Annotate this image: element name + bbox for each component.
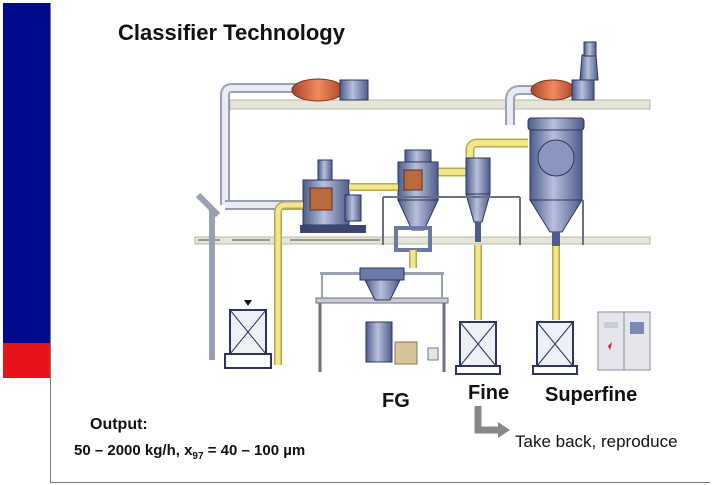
output-value: 50 – 2000 kg/h, x97 = 40 – 100 µm (74, 442, 305, 462)
label-fine: Fine (468, 382, 510, 404)
fine-cyclone (465, 157, 491, 242)
grinding-mill (300, 159, 366, 233)
classifier-mill (394, 149, 439, 252)
fg-platform (315, 267, 449, 372)
output-rate: 50 – 2000 kg/h, x (74, 442, 193, 459)
filter-vessel (527, 117, 585, 246)
label-fg: FG (382, 390, 410, 412)
accent-bar-blue (3, 3, 50, 343)
accent-bar-red (3, 343, 50, 378)
big-bag-feed (224, 300, 272, 369)
top-right-pipe (505, 85, 535, 125)
middle-beam (194, 236, 651, 245)
blower-1 (291, 78, 369, 102)
output-subscript: 97 (192, 451, 204, 462)
big-bag-superfine (532, 321, 578, 375)
label-superfine: Superfine (545, 384, 638, 406)
frame-line-bottom (50, 482, 710, 483)
take-back-note: Take back, reproduce (515, 432, 678, 451)
upper-beam (229, 99, 651, 110)
output-range: = 40 – 100 µm (203, 442, 306, 459)
control-cabinet (597, 311, 651, 371)
yellow-pipe-feed (274, 201, 303, 365)
big-bag-fine (455, 321, 501, 375)
yellow-pipe-top (435, 138, 528, 177)
blower-2 (530, 41, 599, 101)
slide-title: Classifier Technology (118, 20, 345, 45)
take-back-arrow (474, 406, 510, 438)
output-heading: Output: (90, 416, 148, 433)
support-structure (382, 196, 584, 245)
frame-line-left (50, 3, 51, 483)
